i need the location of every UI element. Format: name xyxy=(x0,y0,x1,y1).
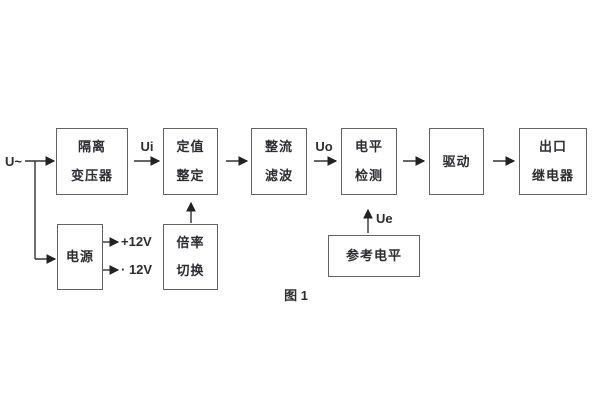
block-setting-adjust: 定值 整定 xyxy=(163,128,218,195)
block-isolation-transformer: 隔离 变压器 xyxy=(56,128,128,195)
label-plus-12v: +12V xyxy=(121,234,152,249)
label-ue: Ue xyxy=(376,211,393,226)
block-text: 检测 xyxy=(354,168,383,183)
block-power-supply: 电源 xyxy=(57,224,103,290)
block-output-relay: 出口 继电器 xyxy=(519,128,587,195)
block-text: 整定 xyxy=(176,168,205,183)
block-text: 整流 xyxy=(264,139,293,154)
block-text: 定值 xyxy=(176,139,205,154)
block-text: 出口 xyxy=(538,139,567,154)
label-minus-12v: · 12V xyxy=(121,262,153,277)
block-text: 电源 xyxy=(65,249,94,264)
block-level-detect: 电平 检测 xyxy=(341,128,397,195)
block-text: 参考电平 xyxy=(345,248,402,263)
block-text: 电平 xyxy=(354,139,383,154)
block-text: 倍率 xyxy=(176,235,205,250)
block-ratio-switch: 倍率 切换 xyxy=(163,224,218,290)
block-text: 变压器 xyxy=(70,168,113,183)
label-uo: Uo xyxy=(315,139,333,154)
block-text: 驱动 xyxy=(442,153,471,169)
block-text: 切换 xyxy=(176,263,205,278)
block-text: 隔离 xyxy=(77,139,106,154)
block-text: 滤波 xyxy=(264,168,293,183)
block-drive: 驱动 xyxy=(429,128,484,195)
block-text: 继电器 xyxy=(531,168,574,183)
block-reference-level: 参考电平 xyxy=(328,235,420,277)
label-ui: Ui xyxy=(140,139,154,154)
label-input-voltage: U~ xyxy=(5,154,22,169)
block-rectify-filter: 整流 滤波 xyxy=(251,128,307,195)
figure-caption: 图 1 xyxy=(284,288,308,303)
